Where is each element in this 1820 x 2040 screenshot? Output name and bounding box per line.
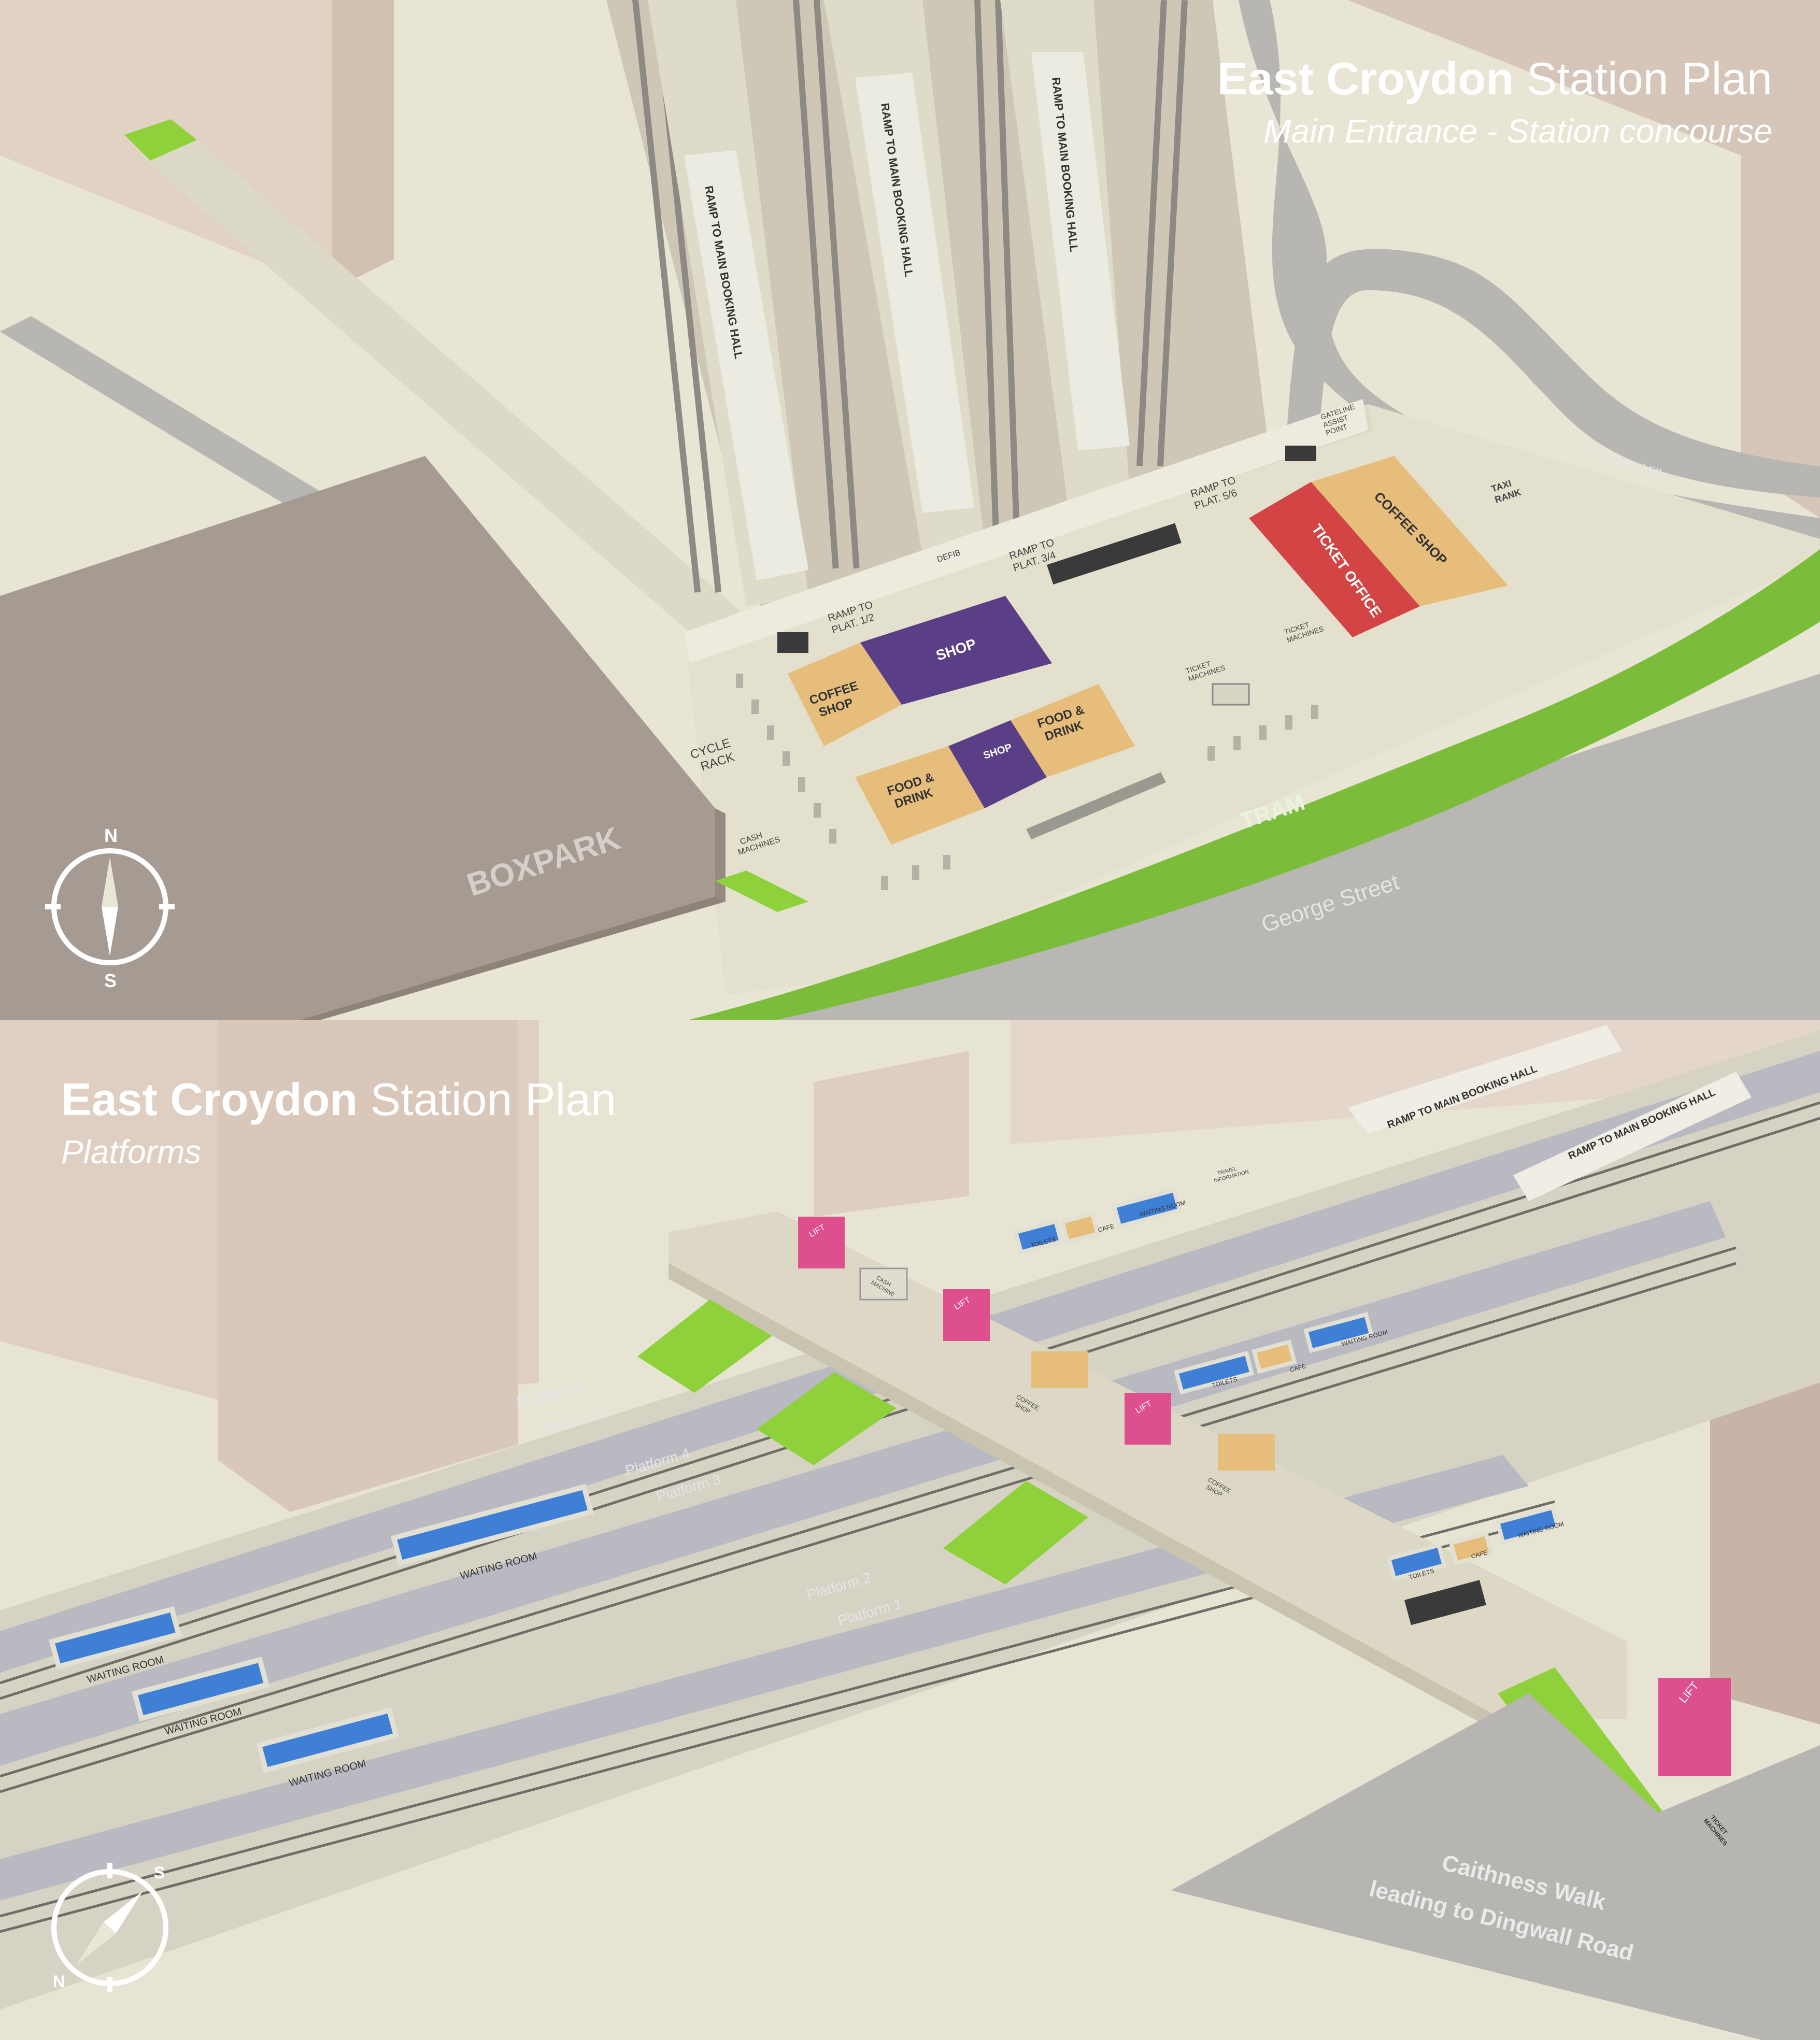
boxpark-building xyxy=(0,456,715,1020)
coffee-shop-bridge-1 xyxy=(1031,1351,1088,1388)
coffee-shop-right xyxy=(1311,456,1508,606)
waiting-room-1 xyxy=(48,1606,182,1670)
shop-purple-2 xyxy=(948,720,1047,808)
lift-3 xyxy=(1125,1393,1171,1445)
bollards xyxy=(736,674,1318,890)
footbridge-deck xyxy=(669,1211,1627,1719)
stairs-icon xyxy=(757,1372,897,1465)
page-subtitle: Platforms xyxy=(61,1133,202,1171)
waiting-room-4 xyxy=(255,1707,400,1774)
waiting-room-block-3 xyxy=(1495,1505,1561,1545)
building-top-right xyxy=(1347,0,1820,518)
waiting-room-block-1 xyxy=(1112,1188,1183,1229)
shop-purple-1 xyxy=(860,596,1052,705)
toilets-block-2 xyxy=(1174,1350,1255,1395)
ramp-main-hall-2 xyxy=(1513,1072,1752,1201)
svg-text:COFFEE SHOP: COFFEE SHOP xyxy=(808,678,868,721)
lift-2 xyxy=(943,1289,990,1341)
waiting-room-2 xyxy=(390,1483,594,1566)
building-mid xyxy=(814,1051,969,1217)
platform-12 xyxy=(0,1455,1529,1901)
cafe-block-1 xyxy=(1060,1211,1101,1245)
waiting-room-3 xyxy=(131,1657,270,1722)
compass-south-label: S xyxy=(154,1863,165,1882)
ramp-main-hall-1 xyxy=(1347,1025,1622,1134)
footbridge xyxy=(140,135,741,632)
platforms-title-block: East Croydon Station Plan Platforms xyxy=(61,1077,616,1171)
gateline xyxy=(1404,1580,1486,1625)
ramp-main-hall-2 xyxy=(855,73,974,513)
toilets-block-3 xyxy=(1386,1543,1447,1581)
lift-4 xyxy=(1658,1678,1731,1776)
concourse-map: RAMP TO MAIN BOOKING HALL RAMP TO MAIN B… xyxy=(0,0,1820,1020)
lift-1 xyxy=(798,1217,845,1268)
food-drink-1 xyxy=(855,746,985,845)
compass-icon: N S xyxy=(45,825,175,991)
ticket-machines-kiosk xyxy=(1212,683,1250,706)
page-subtitle: Main Entrance - Station concourse xyxy=(1263,112,1772,150)
concourse-title-block: East Croydon Station Plan Main Entrance … xyxy=(1217,56,1772,150)
gateline xyxy=(777,446,1316,653)
cash-machine-kiosk xyxy=(859,1267,908,1301)
stairs-icon xyxy=(943,1481,1088,1585)
page-title: East Croydon Station Plan xyxy=(61,1077,616,1122)
ramp-main-hall-3 xyxy=(1031,52,1130,451)
title-rest: Station Plan xyxy=(1526,53,1772,104)
svg-text:RAMP TO PLAT. 1/2: RAMP TO PLAT. 1/2 xyxy=(827,598,881,636)
platforms-map: RAMP TO MAIN BOOKING HALL RAMP TO MAIN B… xyxy=(0,1020,1820,2040)
ramp-main-hall-1 xyxy=(684,150,808,580)
bench xyxy=(1026,772,1166,839)
cafe-block-3 xyxy=(1448,1531,1494,1566)
coffee-shop-bridge-2 xyxy=(1218,1434,1275,1471)
toilets-block-1 xyxy=(1013,1219,1064,1255)
concourse-rear-wall xyxy=(684,399,1368,663)
stairs-icon xyxy=(124,119,197,161)
compass-south-label: S xyxy=(104,970,117,991)
compass-icon: N S xyxy=(51,1863,168,1992)
compass-north-label: N xyxy=(53,1972,65,1991)
platform-34 xyxy=(0,1201,1726,1766)
road-caithness-walk xyxy=(1171,1693,1820,2040)
compass-north-label: N xyxy=(104,825,118,846)
page-title: East Croydon Station Plan xyxy=(1217,56,1772,102)
title-bold: East Croydon xyxy=(1217,53,1514,104)
coffee-shop-left xyxy=(788,643,902,746)
waiting-room-block-2 xyxy=(1303,1312,1374,1353)
stairs-icon xyxy=(637,1300,772,1393)
stairs-icon xyxy=(715,871,808,912)
food-drink-2 xyxy=(1011,684,1135,777)
title-rest: Station Plan xyxy=(370,1074,617,1125)
title-bold: East Croydon xyxy=(61,1074,358,1125)
ticket-office xyxy=(1249,482,1420,637)
cafe-block-2 xyxy=(1252,1339,1297,1374)
